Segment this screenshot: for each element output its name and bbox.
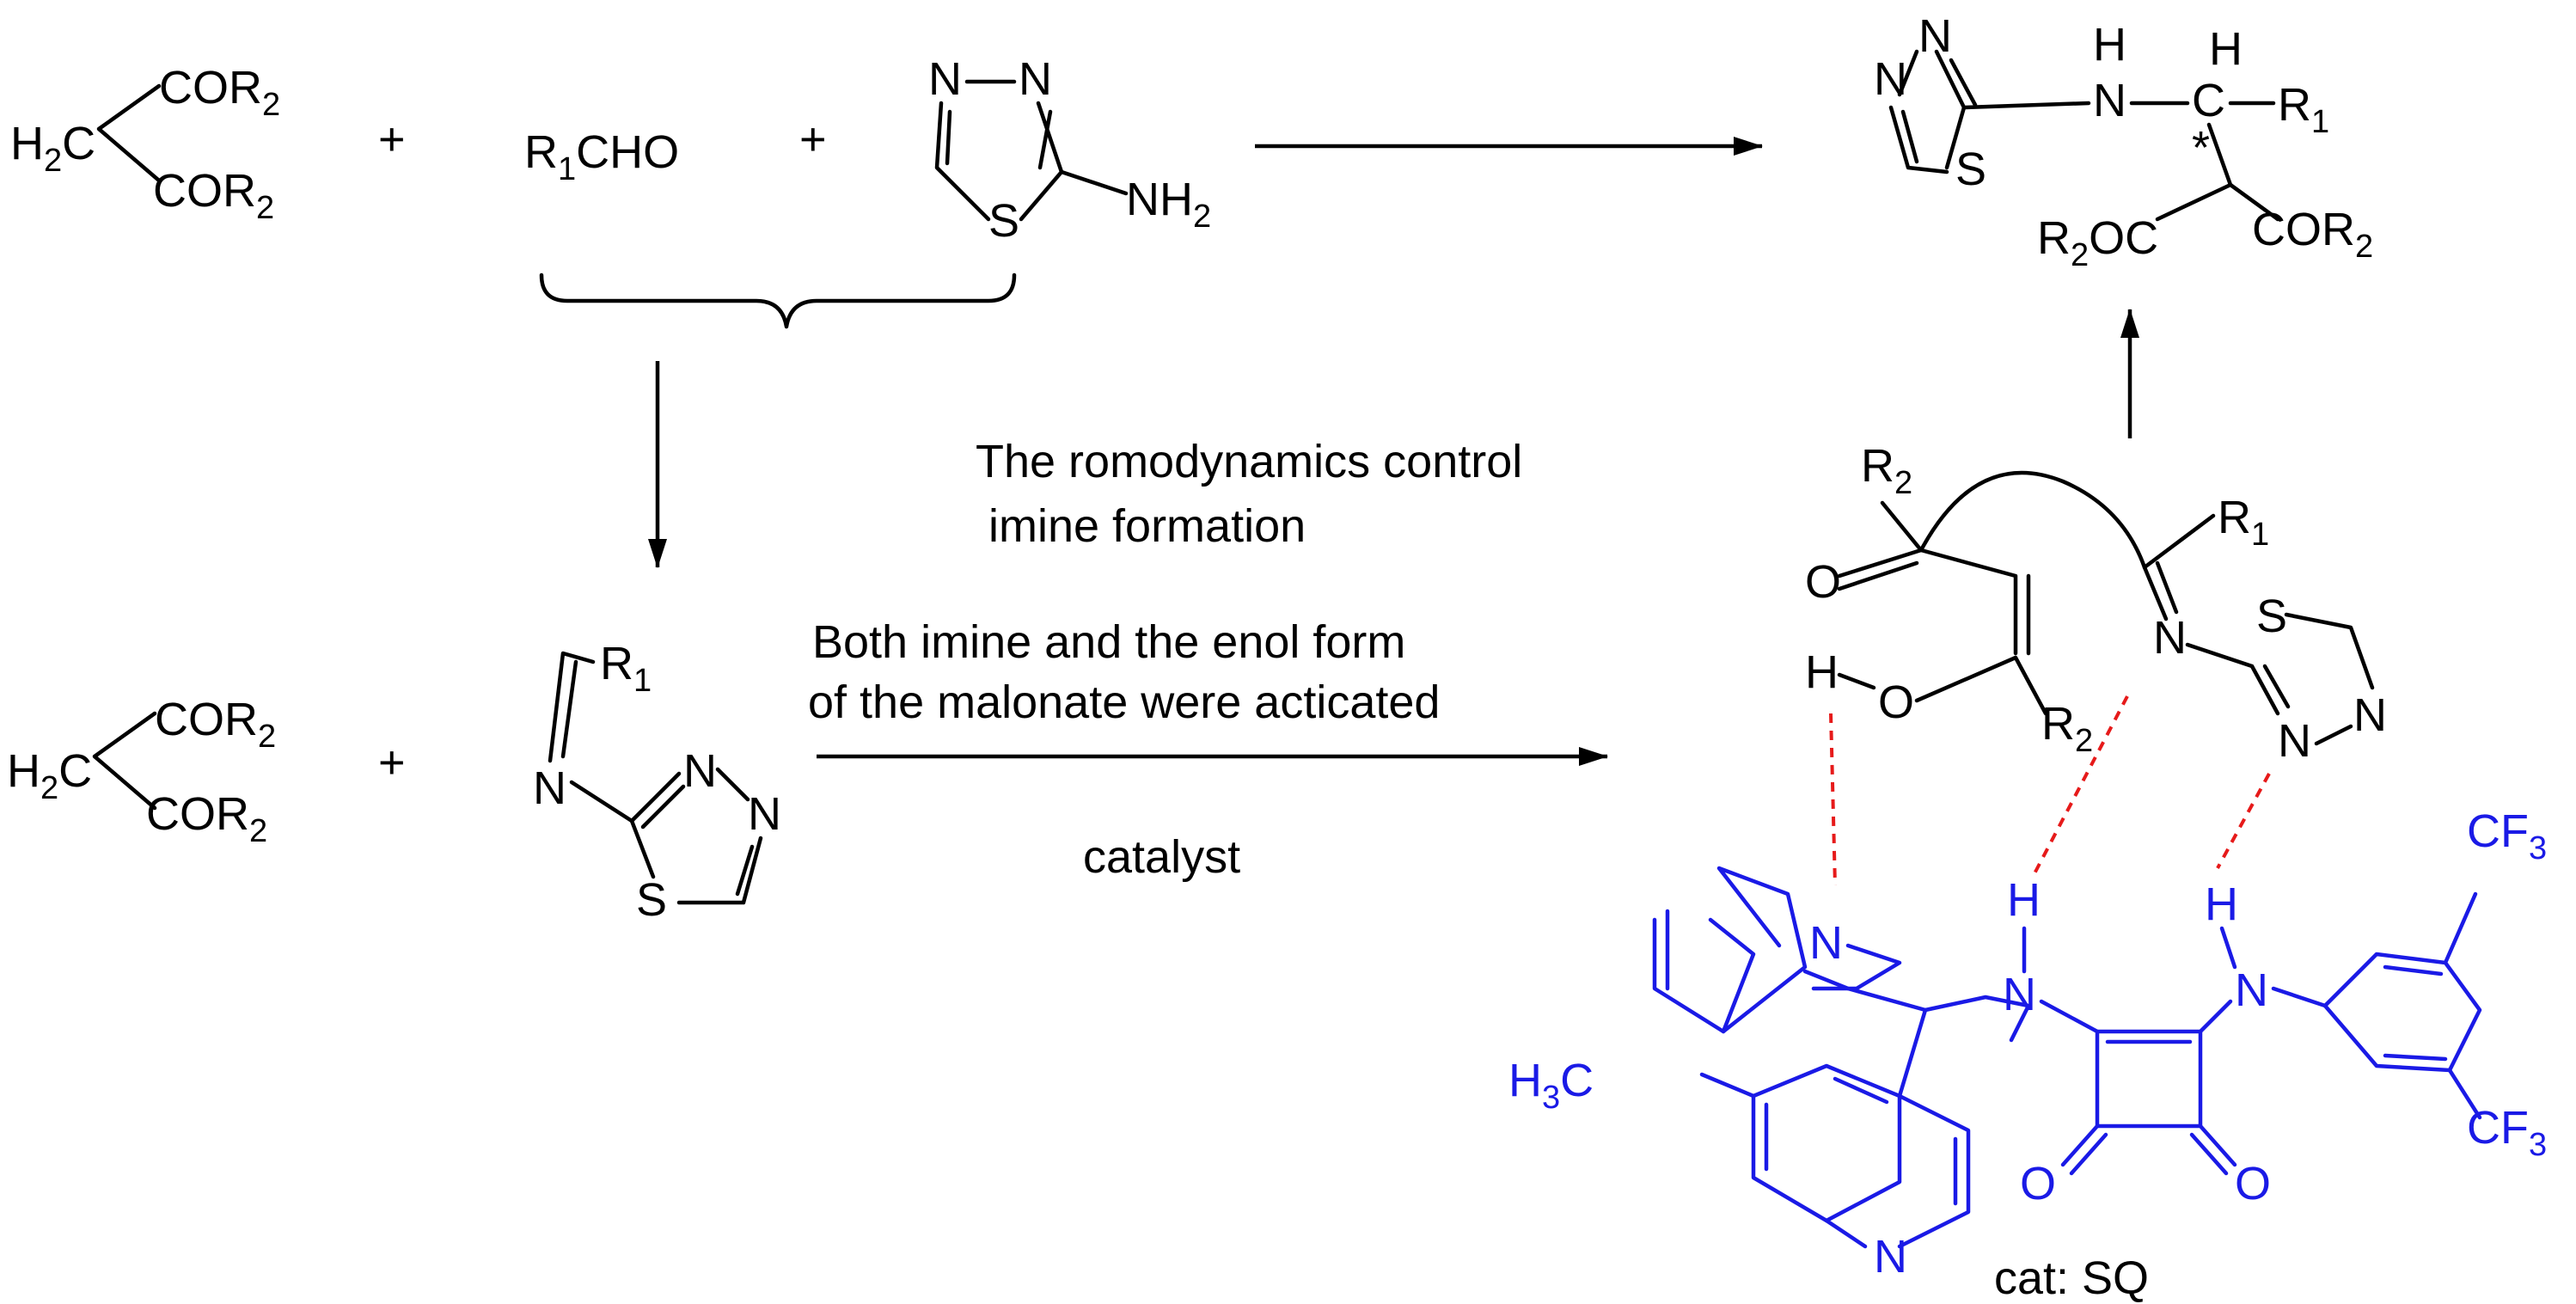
- svg-text:N: N: [2278, 715, 2311, 767]
- grouping-brace: [539, 272, 1017, 329]
- svg-text:O: O: [1805, 556, 1841, 608]
- catalyst-sq: N N H O O N H CF3 CF3 N H3C: [1508, 805, 2547, 1283]
- svg-text:N: N: [1019, 53, 1052, 105]
- svg-text:S: S: [1955, 144, 1986, 195]
- svg-text:O: O: [2020, 1158, 2056, 1209]
- svg-text:N: N: [928, 53, 962, 105]
- svg-text:H: H: [2093, 19, 2126, 70]
- svg-text:R1: R1: [2218, 492, 2269, 553]
- svg-text:N: N: [2003, 969, 2036, 1020]
- h2c-label: H: [10, 118, 44, 169]
- malonate-bottom: H2C COR2 COR2: [7, 694, 276, 849]
- svg-text:COR2: COR2: [2252, 204, 2373, 265]
- plus-sign: +: [799, 113, 827, 165]
- svg-text:H: H: [2205, 879, 2238, 930]
- svg-text:N: N: [2153, 612, 2187, 664]
- thermo-note-line1: The romodynamics control: [976, 436, 1522, 487]
- svg-text:N: N: [748, 788, 781, 840]
- svg-text:H3C: H3C: [1508, 1055, 1594, 1116]
- svg-text:N: N: [2353, 689, 2387, 741]
- svg-text:NH2: NH2: [1126, 174, 1211, 235]
- svg-text:S: S: [988, 195, 1019, 247]
- svg-text:COR2: COR2: [159, 62, 280, 123]
- svg-text:H2C: H2C: [7, 745, 92, 806]
- imine-reactant: R1 N N N S: [533, 638, 781, 926]
- svg-text:R1: R1: [2278, 79, 2329, 140]
- svg-text:R2OC: R2OC: [2037, 212, 2158, 273]
- transition-state: R2 O H O R2 R1 N S N N: [1805, 440, 2387, 767]
- malonate-top: H2C COR2 COR2: [10, 62, 280, 226]
- cor2-label: COR: [159, 62, 262, 113]
- svg-text:O: O: [1878, 676, 1914, 728]
- hbond-oh-n: [1829, 713, 1837, 886]
- svg-text:COR2: COR2: [153, 165, 274, 226]
- svg-text:CF3: CF3: [2467, 1102, 2547, 1163]
- catalyst-label: catalyst: [1083, 831, 1240, 883]
- plus-sign: +: [378, 113, 406, 165]
- plus-sign: +: [378, 737, 406, 788]
- svg-text:C: C: [2192, 75, 2225, 126]
- svg-text:N: N: [1809, 917, 1843, 969]
- svg-text:N: N: [1874, 53, 1907, 105]
- svg-text:COR2: COR2: [155, 694, 276, 755]
- svg-text:H: H: [2209, 23, 2243, 75]
- svg-text:R1CHO: R1CHO: [524, 126, 679, 187]
- hbond-thiadiazole-nh: [2216, 773, 2271, 869]
- svg-text:O: O: [2235, 1158, 2271, 1209]
- svg-text:N: N: [2093, 75, 2126, 126]
- svg-text:H2C: H2C: [10, 118, 95, 179]
- svg-text:N: N: [1918, 10, 1952, 62]
- svg-text:*: *: [2192, 122, 2210, 174]
- svg-text:R2: R2: [2041, 698, 2093, 759]
- product: N N S N H C H * R1 R2OC COR2: [1874, 10, 2373, 273]
- svg-text:S: S: [2256, 591, 2287, 642]
- svg-text:COR2: COR2: [146, 788, 267, 849]
- thermo-note-line2: imine formation: [988, 500, 1306, 552]
- svg-text:H: H: [2007, 874, 2041, 926]
- svg-text:N: N: [683, 745, 717, 797]
- activation-note-line1: Both imine and the enol form: [812, 616, 1405, 668]
- aldehyde: R1CHO: [524, 126, 679, 187]
- catalyst-name: cat: SQ: [1994, 1252, 2149, 1304]
- activation-note-line2: of the malonate were acticated: [808, 676, 1440, 728]
- svg-text:R2: R2: [1861, 440, 1912, 501]
- svg-text:R1: R1: [600, 638, 652, 699]
- svg-text:S: S: [636, 874, 667, 926]
- svg-text:CF3: CF3: [2467, 805, 2547, 866]
- svg-text:N: N: [533, 762, 566, 814]
- svg-text:H: H: [1805, 646, 1839, 698]
- svg-text:N: N: [2235, 964, 2268, 1016]
- aminothiadiazole: N N S NH2: [928, 53, 1211, 247]
- svg-text:N: N: [1874, 1231, 1907, 1283]
